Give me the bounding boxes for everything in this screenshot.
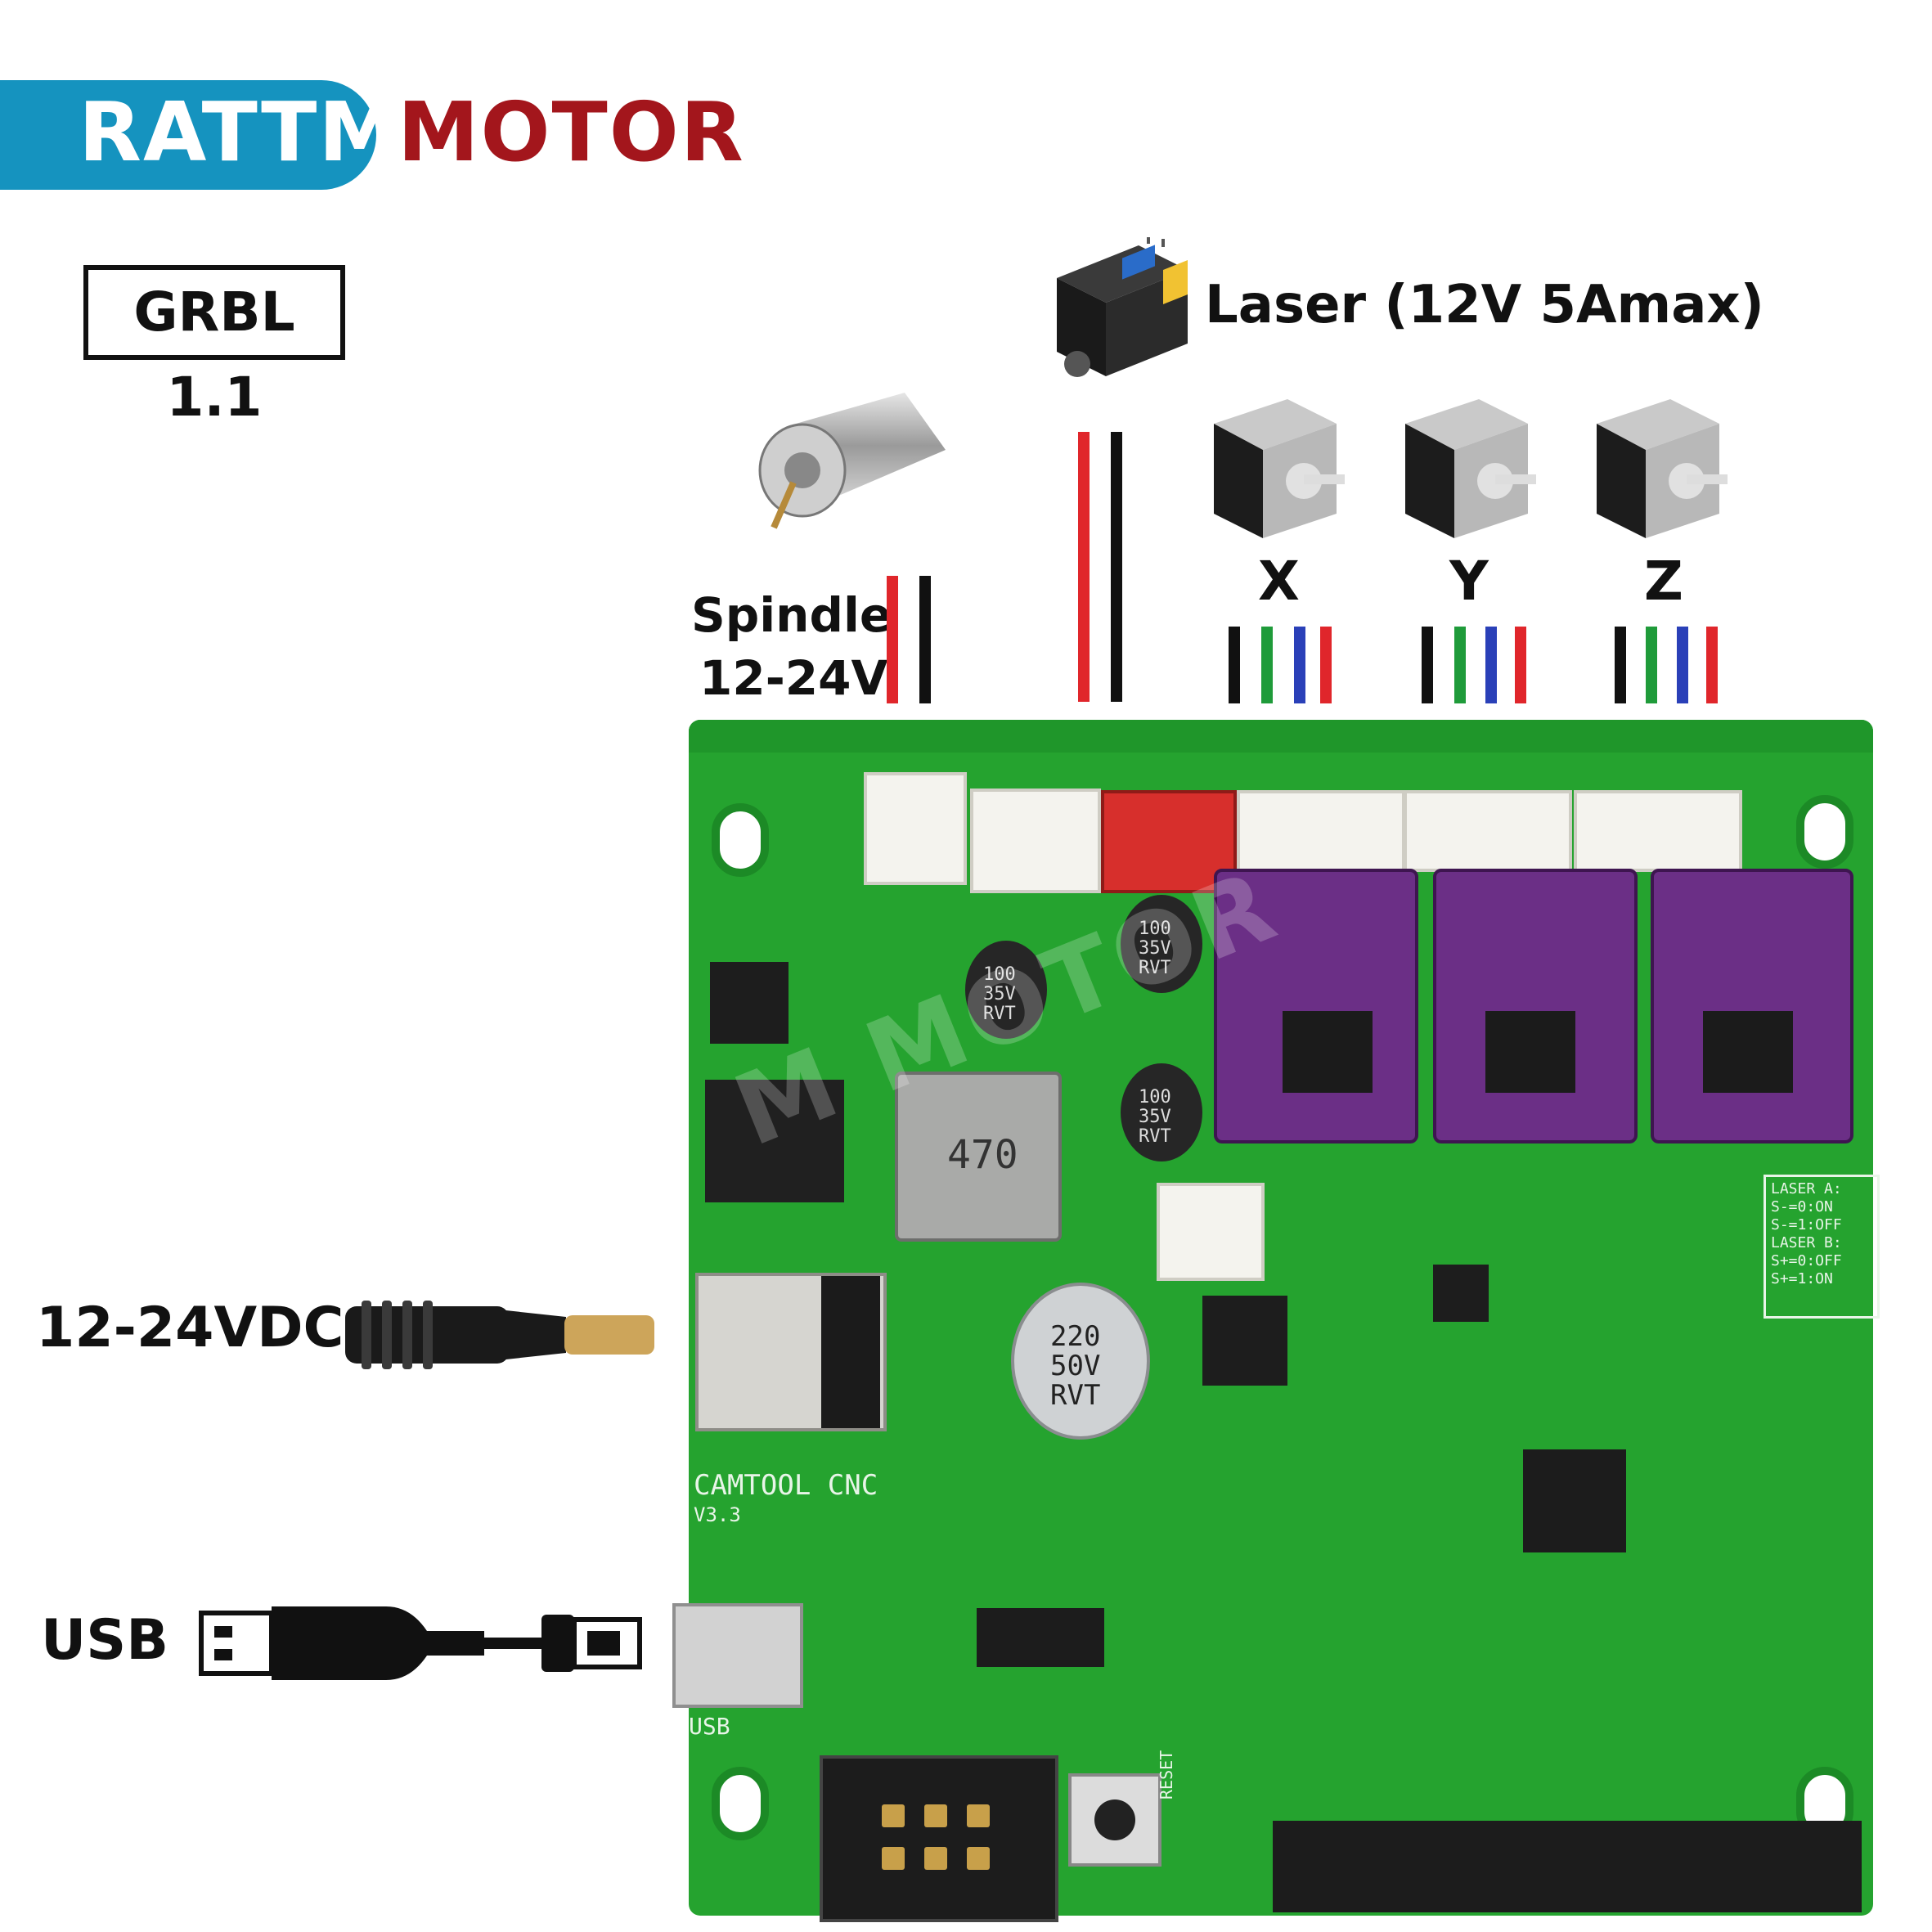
z-driver-ic [1703,1011,1793,1093]
stepper-motor-y-icon [1405,399,1536,538]
reset-button[interactable] [1068,1773,1161,1867]
y-motor-connector [1404,790,1572,872]
cap2-voltage: 35V [1139,938,1171,959]
capacitor-100uf-1: 100 35V RVT [965,941,1047,1039]
cap220-brand: RVT [1050,1379,1101,1412]
x-wire-red [1320,627,1332,703]
spindle-label-line2: 12-24V [699,650,888,706]
laser-label: Laser (12V 5Amax) [1205,275,1764,335]
mosfet-q1 [710,962,789,1044]
reset-silk: RESET [1157,1750,1176,1799]
icsp-header [820,1755,1058,1922]
axis-x-label: X [1258,550,1300,613]
laser-b-title: LASER B: [1771,1234,1842,1251]
axis-y-label: Y [1449,550,1489,613]
axis-z-label: Z [1644,550,1683,613]
laser-a-on: S-=0:ON [1771,1198,1833,1215]
reset-button-cap [1094,1799,1135,1840]
capacitor-220uf: 220 50V RVT [1011,1283,1150,1440]
regulator-u2 [1202,1296,1287,1386]
logo-rattm-text: RATTM [79,84,402,180]
x-driver-ic [1283,1011,1373,1093]
usb-label: USB [41,1608,169,1673]
spindle-wire-black [919,576,931,703]
dc-jack-body [821,1276,880,1428]
z-motor-connector [1574,790,1742,872]
laser-jumper-legend: LASER A: S-=0:ON S-=1:OFF LASER B: S+=0:… [1764,1175,1880,1319]
spindle-motor-icon [758,393,946,529]
laser-wire-black [1111,432,1122,702]
capacitor-100uf-3: 100 35V RVT [1121,1063,1202,1161]
io-pin-header [1273,1821,1862,1912]
y-wire-black [1422,627,1433,703]
cap1-voltage: 35V [983,984,1016,1004]
laser-a-title: LASER A: [1771,1180,1842,1197]
dc-plug-icon [345,1301,654,1369]
dc-jack-socket [695,1273,887,1431]
logo-banner [0,80,376,190]
z-wire-red [1706,627,1718,703]
board-version: V3.3 [694,1503,741,1526]
power-label: 12-24VDC [36,1296,344,1360]
z-wire-blue [1677,627,1688,703]
mcu-chip [1523,1449,1626,1552]
cap2-value: 100 [1139,919,1171,939]
cap2-brand: RVT [1139,958,1171,978]
y-wire-red [1515,627,1526,703]
x-wire-blue [1294,627,1305,703]
stepper-motor-z-icon [1597,399,1728,538]
inductor-value: 470 [947,1132,1018,1178]
voltage-regulator [705,1080,844,1202]
x-wire-green [1261,627,1273,703]
firmware-badge: GRBL 1.1 [83,265,345,429]
cap3-value: 100 [1139,1087,1171,1108]
y-wire-blue [1485,627,1497,703]
spindle-connector [864,772,967,885]
z-wire-black [1615,627,1626,703]
cap3-brand: RVT [1139,1126,1171,1147]
y-wire-green [1454,627,1466,703]
laser-wire-red [1078,432,1090,702]
laser-a-connector [970,789,1101,893]
laser-b-on: S+=1:ON [1771,1270,1833,1287]
usb-mini-port[interactable] [672,1603,803,1708]
aux-connector [1157,1183,1265,1281]
x-motor-connector [1237,790,1405,872]
z-stepper-driver [1651,869,1853,1143]
laser-module-icon [1057,237,1188,377]
board-top-edge [689,720,1873,753]
logo-motor-text: MOTOR [398,84,745,180]
spindle-label-line1: Spindle [691,587,892,643]
cap220-value: 220 [1050,1320,1101,1353]
usb-serial-chip [977,1608,1104,1667]
board-title: CAMTOOL CNC [694,1469,878,1502]
x-wire-black [1229,627,1240,703]
mount-hole-tr [1796,795,1853,869]
y-driver-ic [1485,1011,1575,1093]
capacitor-100uf-2: 100 35V RVT [1121,895,1202,993]
cap3-voltage: 35V [1139,1107,1171,1127]
laser-b-off: S+=0:OFF [1771,1252,1842,1269]
usb-cable-icon [199,1606,642,1680]
power-inductor: 470 [895,1072,1062,1242]
cap1-brand: RVT [983,1004,1016,1024]
stepper-motor-x-icon [1214,399,1345,538]
mount-hole-tl [712,803,769,877]
ic-s1 [1433,1265,1489,1322]
board-usb-silk: USB [689,1713,730,1740]
x-stepper-driver [1214,869,1418,1143]
cap1-value: 100 [983,964,1016,985]
z-wire-green [1646,627,1657,703]
mount-hole-bl [712,1767,769,1840]
y-stepper-driver [1433,869,1638,1143]
cap220-voltage: 50V [1050,1350,1101,1382]
spindle-wire-red [887,576,898,703]
laser-a-off: S-=1:OFF [1771,1216,1842,1233]
